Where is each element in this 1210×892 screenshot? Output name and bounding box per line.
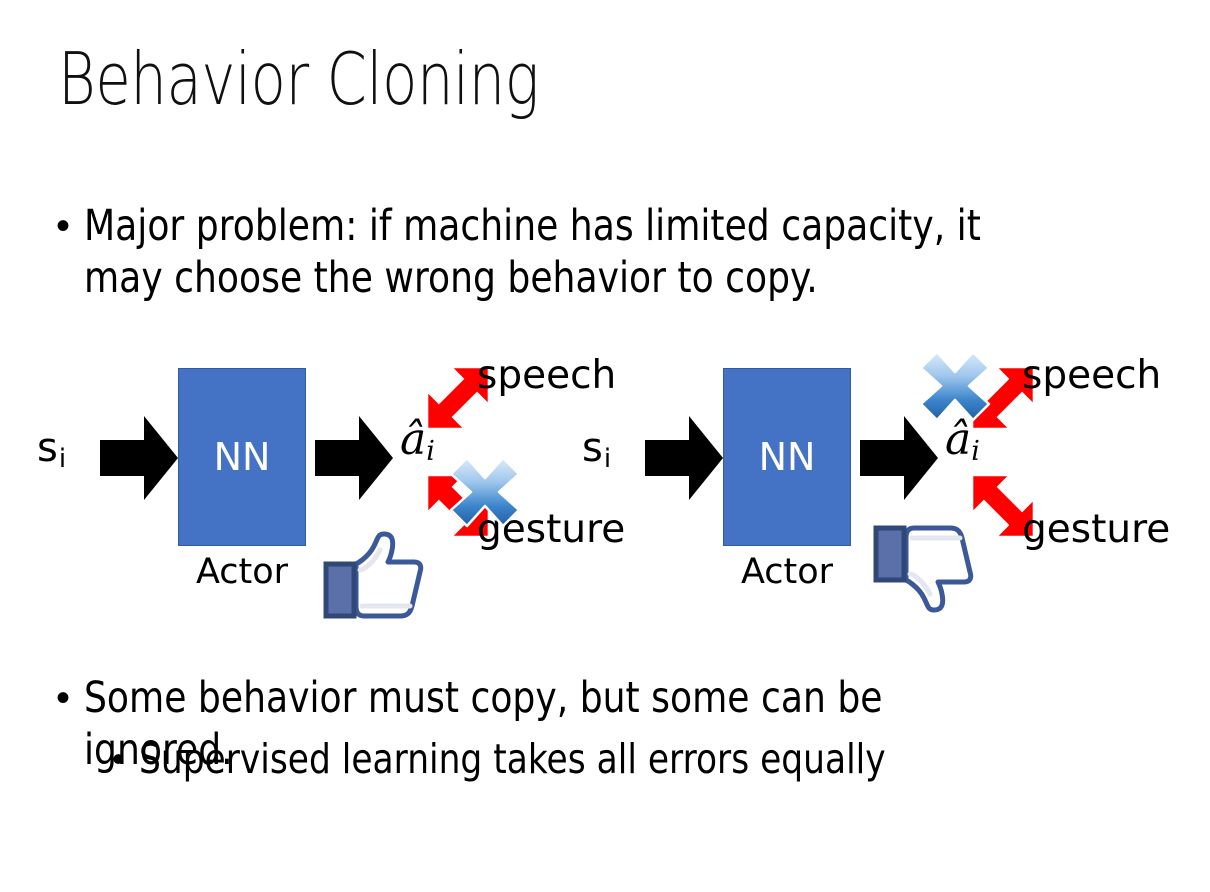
output-arrow-icon bbox=[860, 412, 938, 504]
action-label-right: âi bbox=[945, 418, 980, 467]
state-subscript: i bbox=[603, 444, 612, 474]
diagram-right: si NN Actor âi speech bbox=[560, 340, 1170, 640]
speech-double-arrow-icon bbox=[955, 350, 1051, 446]
action-symbol: â bbox=[945, 414, 972, 465]
state-label-right: si bbox=[582, 428, 611, 472]
nn-box-label: NN bbox=[213, 435, 271, 479]
actor-caption-left: Actor bbox=[195, 552, 289, 592]
blue-x-icon bbox=[915, 346, 995, 426]
speech-label-right: speech bbox=[1022, 353, 1162, 398]
speech-double-arrow-icon bbox=[410, 350, 506, 446]
nn-box-left: NN bbox=[178, 368, 306, 546]
state-symbol: s bbox=[582, 425, 603, 471]
output-arrow-icon bbox=[315, 412, 393, 504]
action-label-left: âi bbox=[400, 418, 435, 467]
bullet-bottom-level1-text: Some behavior must copy, but some can be… bbox=[84, 673, 883, 775]
actor-caption-right: Actor bbox=[740, 552, 834, 592]
speech-label-left: speech bbox=[477, 353, 617, 398]
blue-x-icon bbox=[445, 452, 525, 532]
action-symbol: â bbox=[400, 414, 427, 465]
state-symbol: s bbox=[37, 425, 58, 471]
diagram-left: si NN Actor âi speech bbox=[15, 340, 625, 640]
input-arrow-icon bbox=[100, 412, 178, 504]
bullet-marker-icon: • bbox=[112, 738, 125, 779]
nn-box-right: NN bbox=[723, 368, 851, 546]
bullet-bottom-level2-text: Supervised learning takes all errors equ… bbox=[138, 735, 886, 783]
thumbs-down-icon bbox=[870, 522, 974, 614]
state-label-left: si bbox=[37, 428, 66, 472]
bullet-bottom-level1: • Some behavior must copy, but some can … bbox=[56, 672, 1176, 776]
input-arrow-icon bbox=[645, 412, 723, 504]
nn-box-label: NN bbox=[758, 435, 816, 479]
action-subscript: i bbox=[971, 436, 980, 467]
page-title: Behavior Cloning bbox=[58, 37, 539, 121]
bullet-marker-icon: • bbox=[56, 204, 71, 248]
action-subscript: i bbox=[426, 436, 435, 467]
thumbs-up-icon bbox=[320, 530, 424, 622]
gesture-label-right: gesture bbox=[1022, 507, 1171, 552]
bullet-bottom-level2: • Supervised learning takes all errors e… bbox=[112, 733, 1192, 785]
gesture-double-arrow-icon bbox=[955, 458, 1051, 554]
bullet-top-text: Major problem: if machine has limited ca… bbox=[84, 201, 981, 303]
bullet-marker-icon: • bbox=[56, 676, 71, 720]
bullet-top: • Major problem: if machine has limited … bbox=[56, 200, 1156, 304]
state-subscript: i bbox=[58, 444, 67, 474]
